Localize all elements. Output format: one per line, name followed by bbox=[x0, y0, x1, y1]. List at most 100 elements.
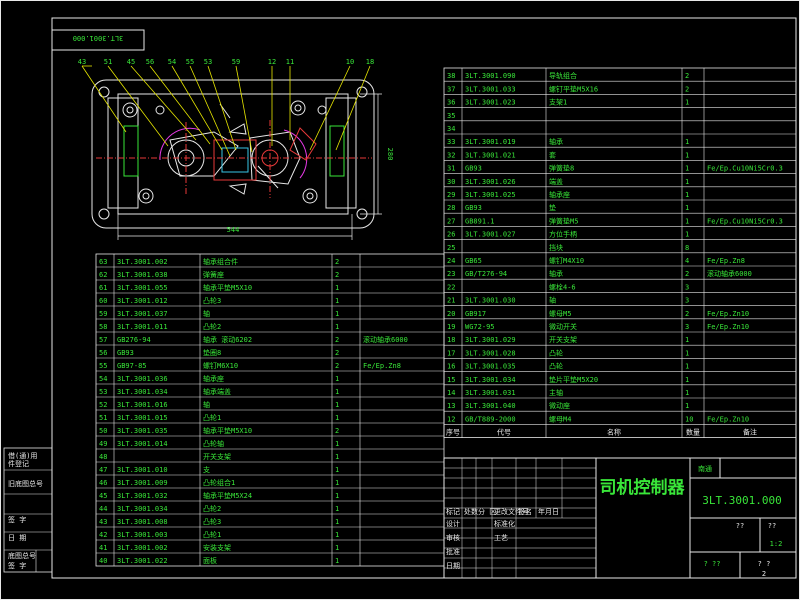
bom-cell: 螺母M5 bbox=[549, 309, 571, 318]
bom-cell: 凸轮 bbox=[549, 362, 563, 371]
bom-cell: 2 bbox=[335, 362, 339, 370]
title-label: 签名 bbox=[518, 507, 532, 516]
bom-cell: 1 bbox=[335, 388, 339, 396]
bom-cell: GB93 bbox=[465, 165, 482, 173]
bom-cell: 3LT.3001.022 bbox=[117, 557, 168, 565]
bom-cell: 1 bbox=[685, 165, 689, 173]
bom-cell: 47 bbox=[99, 466, 107, 474]
balloon-label: 18 bbox=[366, 58, 374, 66]
bom-cell: 1 bbox=[685, 231, 689, 239]
dim-height: 280 bbox=[386, 148, 394, 161]
balloon-label: 43 bbox=[78, 58, 86, 66]
bom-cell: 61 bbox=[99, 284, 107, 292]
side-label: 签 字 bbox=[8, 561, 26, 570]
bom-cell: 62 bbox=[99, 271, 107, 279]
bom-cell: 30 bbox=[447, 178, 455, 186]
q2-text: ?? bbox=[768, 522, 776, 530]
bom-cell: 58 bbox=[99, 323, 107, 331]
bom-cell: 3LT.3001.028 bbox=[465, 349, 516, 357]
bom-cell: 1 bbox=[335, 557, 339, 565]
bom-cell: GB891.1 bbox=[465, 217, 495, 225]
bom-cell: 3 bbox=[685, 323, 689, 331]
bom-cell: 3LT.3001.011 bbox=[117, 323, 168, 331]
bom-cell: 3LT.3001.002 bbox=[117, 544, 168, 552]
bom-cell: 轴 bbox=[549, 296, 556, 305]
bom-cell: GB93 bbox=[117, 349, 134, 357]
bom-cell: 33 bbox=[447, 138, 455, 146]
bom-cell: 1 bbox=[335, 466, 339, 474]
side-label: 底图总号 bbox=[8, 551, 36, 560]
bom-cell: 2 bbox=[335, 336, 339, 344]
dim-width: 544 bbox=[227, 226, 240, 234]
mechanism-drawing: 544 280 bbox=[81, 65, 394, 240]
side-label: 旧底图总号 bbox=[8, 479, 43, 488]
bom-cell: 57 bbox=[99, 336, 107, 344]
right-switch bbox=[329, 125, 345, 177]
bom-cell: WG72-95 bbox=[465, 323, 495, 331]
bom-cell: 1 bbox=[335, 453, 339, 461]
left-bracket bbox=[107, 97, 139, 209]
drawing-number: 3LT.3001.000 bbox=[702, 494, 781, 507]
bom-cell: 1 bbox=[335, 310, 339, 318]
bom-cell: 1 bbox=[335, 492, 339, 500]
bom-cell: 1 bbox=[685, 99, 689, 107]
bom-cell: 29 bbox=[447, 191, 455, 199]
bom-cell: 17 bbox=[447, 349, 455, 357]
screw-holes bbox=[98, 86, 368, 220]
bom-cell: 3LT.3001.034 bbox=[465, 376, 516, 384]
bom-cell: 10 bbox=[685, 415, 693, 423]
bom-cell: 3LT.3001.002 bbox=[117, 258, 168, 266]
bom-cell: 2 bbox=[685, 72, 689, 80]
bom-cell: 23 bbox=[447, 270, 455, 278]
title-label: 更改文件号 bbox=[494, 507, 529, 516]
bom-cell: Fe/Ep.Cu10Ni5Cr0.3 bbox=[707, 165, 783, 173]
bom-cell: 2 bbox=[335, 427, 339, 435]
bom-cell: 3LT.3001.010 bbox=[117, 466, 168, 474]
bom-cell: GB97-85 bbox=[117, 362, 147, 370]
bom-cell: 凸轮3 bbox=[203, 296, 221, 305]
bom-cell: 3 bbox=[685, 283, 689, 291]
bom-cell: 3LT.3001.021 bbox=[465, 151, 516, 159]
bom-cell: 21 bbox=[447, 297, 455, 305]
bom-cell: 轴 bbox=[203, 400, 210, 409]
bom-cell: 1 bbox=[685, 363, 689, 371]
bom-cell: 凸轮 bbox=[549, 348, 563, 357]
balloon-label: 12 bbox=[268, 58, 276, 66]
bom-cell: 弹簧垫8 bbox=[549, 164, 574, 173]
title-label: 标记 bbox=[446, 507, 460, 516]
left-switch bbox=[123, 125, 139, 177]
bom-cell: 4 bbox=[685, 257, 689, 265]
bom-cell: 螺母M4 bbox=[549, 414, 571, 423]
bom-cell: 1 bbox=[685, 376, 689, 384]
bom-cell: 微动开关 bbox=[549, 322, 577, 331]
bom-cell: 凸轮3 bbox=[203, 517, 221, 526]
bom-header: 序号代号名称数量备注 bbox=[446, 428, 757, 437]
right-bracket bbox=[325, 97, 357, 209]
bom-cell: 38 bbox=[447, 72, 455, 80]
bom-cell: 40 bbox=[99, 557, 107, 565]
bom-cell: 18 bbox=[447, 336, 455, 344]
bom-cell: GB65 bbox=[465, 257, 482, 265]
bom-cell: Fe/Ep.Cu10Ni5Cr0.3 bbox=[707, 217, 783, 225]
title-label: 审核 bbox=[446, 533, 460, 542]
bom-cell: 轴承 bbox=[549, 269, 563, 278]
bom-cell: 1 bbox=[685, 389, 689, 397]
bom-cell: 2 bbox=[685, 310, 689, 318]
bom-cell: 1 bbox=[685, 402, 689, 410]
bom-cell: 3LT.3001.038 bbox=[117, 271, 168, 279]
bom-cell: 轴承平垫M5X10 bbox=[203, 426, 252, 435]
bom-cell: 主轴 bbox=[549, 388, 563, 397]
bom-cell: 3LT.3001.025 bbox=[465, 191, 516, 199]
